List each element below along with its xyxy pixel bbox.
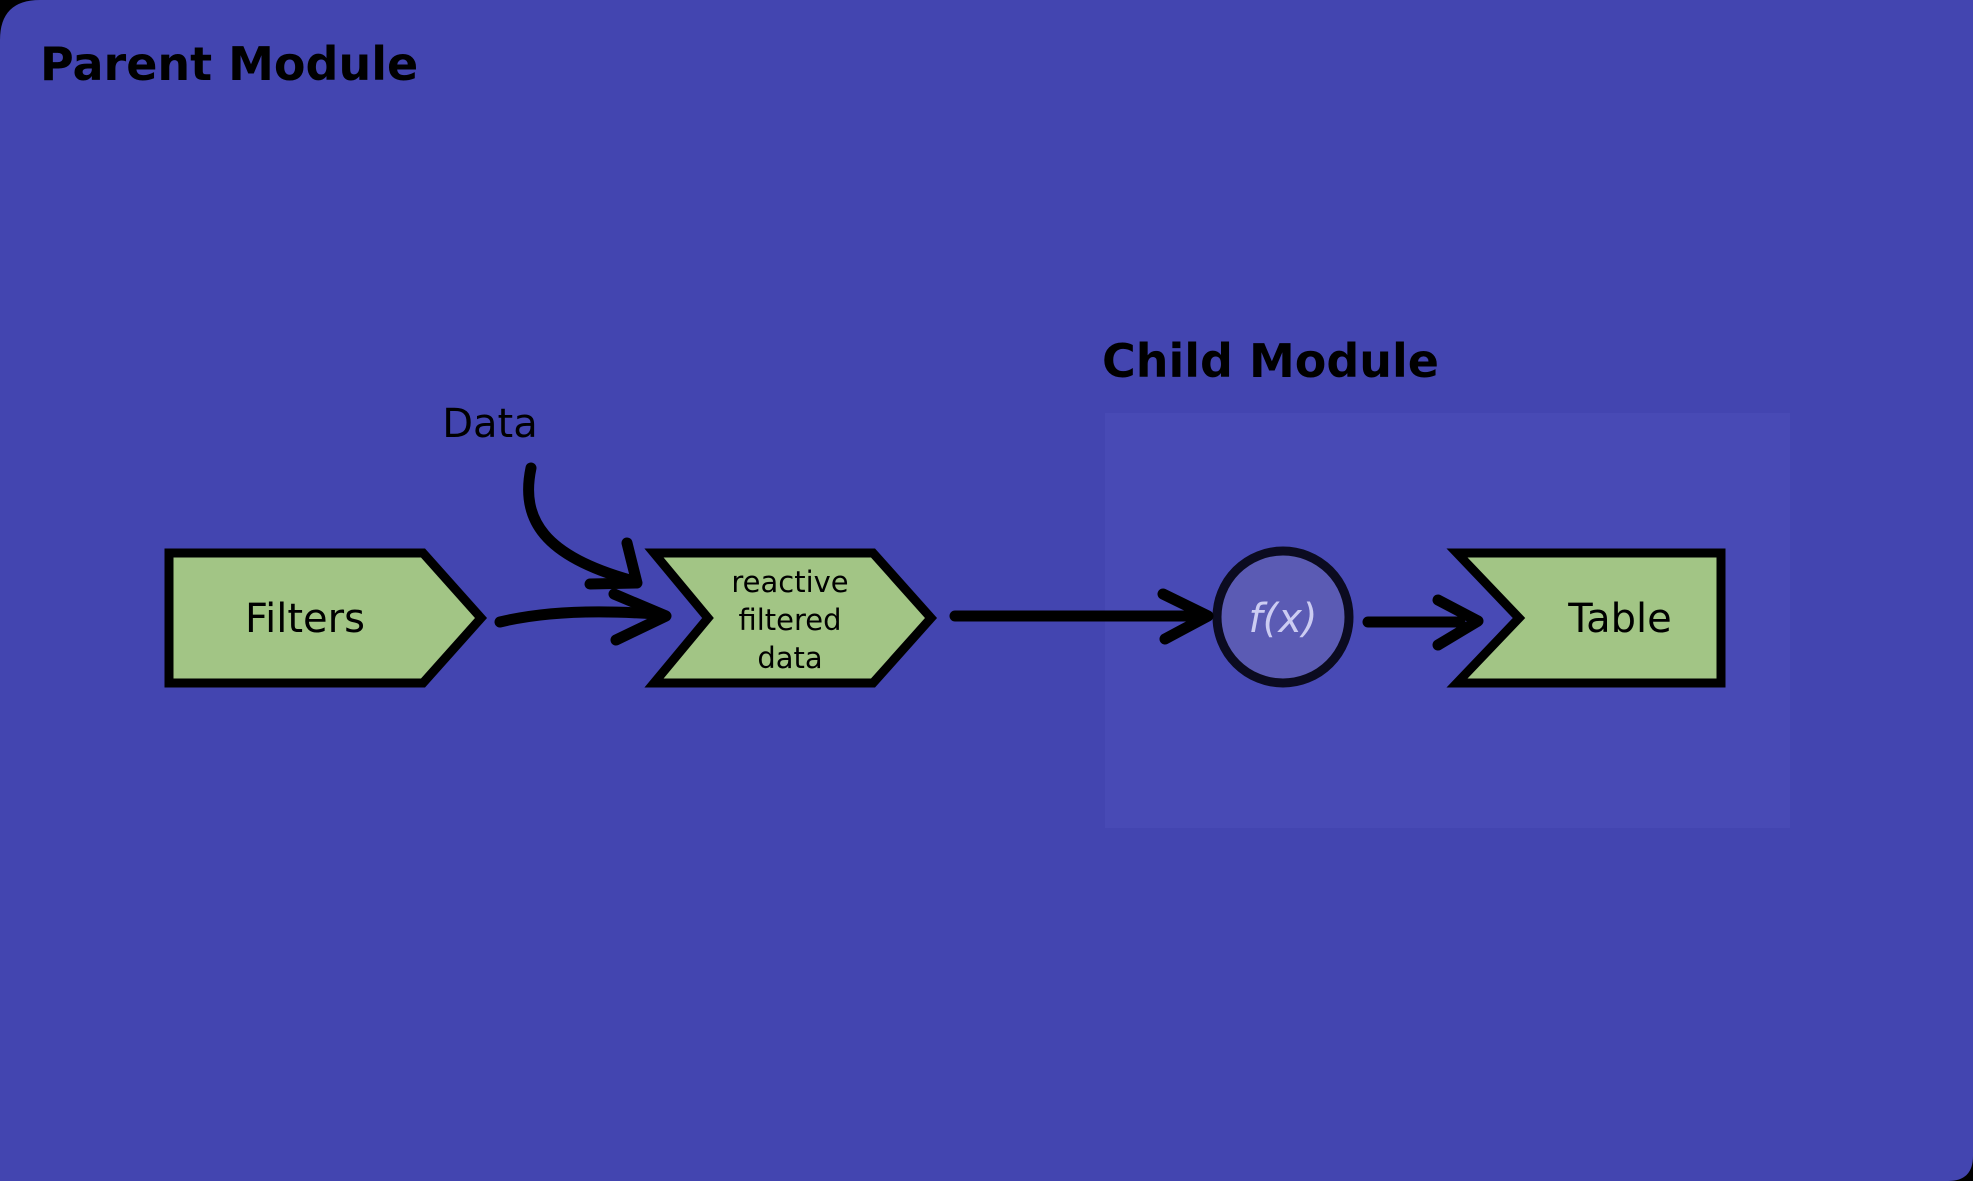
edge-reactive-to-fx bbox=[949, 588, 1214, 645]
filters-label: Filters bbox=[245, 596, 365, 642]
data-edge-label: Data bbox=[442, 401, 538, 447]
child-module-title: Child Module bbox=[1102, 334, 1439, 388]
node-reactive-filtered-data[interactable]: reactive filtered data bbox=[644, 548, 938, 688]
table-label: Table bbox=[1567, 596, 1671, 642]
node-table[interactable]: Table bbox=[1446, 548, 1726, 688]
filters-shape[interactable] bbox=[164, 548, 488, 688]
edge-data-to-reactive-line bbox=[523, 462, 636, 586]
edge-data-to-reactive: Data bbox=[442, 401, 643, 590]
reactive-filtered-data-label-line1: reactive bbox=[731, 565, 848, 599]
edge-filters-to-reactive-line bbox=[494, 606, 661, 628]
fx-label: f(x) bbox=[1249, 596, 1318, 642]
node-fx[interactable]: f(x) bbox=[1212, 546, 1354, 688]
node-filters[interactable]: Filters bbox=[164, 548, 488, 688]
edge-filters-to-reactive-arrowhead bbox=[608, 588, 672, 646]
fx-circle-shape[interactable] bbox=[1212, 546, 1354, 688]
edge-fx-to-table-arrowhead bbox=[1432, 594, 1484, 651]
edge-fx-to-table bbox=[1362, 594, 1484, 651]
reactive-filtered-data-label-line2: filtered bbox=[738, 603, 841, 637]
edge-reactive-to-fx-arrowhead bbox=[1157, 588, 1214, 645]
reactive-filtered-data-label-line3: data bbox=[757, 641, 822, 675]
reactive-filtered-data-shape[interactable] bbox=[644, 548, 938, 688]
parent-module-title: Parent Module bbox=[40, 37, 418, 91]
edge-filters-to-reactive bbox=[494, 588, 672, 646]
edge-data-to-reactive-arrowhead bbox=[584, 537, 643, 590]
table-shape[interactable] bbox=[1446, 548, 1726, 688]
